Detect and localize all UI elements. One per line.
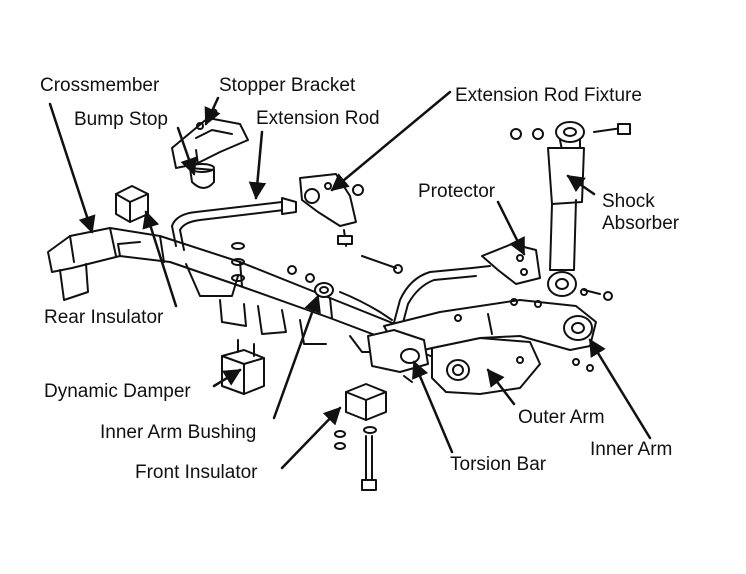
label-rear-insulator: Rear Insulator bbox=[44, 307, 164, 328]
inner-arm-bushing-part bbox=[314, 282, 334, 298]
leader-crossmember bbox=[48, 102, 96, 234]
lower-extension-rod-part bbox=[339, 265, 491, 335]
leader-bump-stop bbox=[176, 126, 198, 176]
leader-front-insulator bbox=[280, 406, 342, 470]
label-absorber: Absorber bbox=[602, 213, 680, 234]
leader-outer-arm bbox=[486, 368, 516, 406]
leader-lines bbox=[48, 90, 652, 470]
label-front-insulator: Front Insulator bbox=[135, 462, 258, 483]
label-shock: Shock bbox=[602, 191, 655, 212]
label-inner-arm: Inner Arm bbox=[590, 439, 673, 460]
extension-rod-fixture-part bbox=[299, 173, 364, 247]
leader-dynamic-damper bbox=[212, 368, 242, 388]
outer-arm-part bbox=[431, 337, 541, 395]
label-torsion-bar: Torsion Bar bbox=[450, 454, 547, 475]
label-extension-rod: Extension Rod bbox=[256, 108, 380, 129]
leader-extension-rod-fixture bbox=[330, 90, 452, 192]
inner-arm-part bbox=[383, 298, 597, 372]
label-extension-rod-fixture: Extension Rod Fixture bbox=[455, 85, 642, 106]
label-crossmember: Crossmember bbox=[40, 75, 160, 96]
rear-hardware-part bbox=[231, 242, 403, 283]
leader-rear-insulator bbox=[142, 210, 178, 308]
leader-torsion-bar bbox=[412, 360, 454, 454]
extension-rod-part bbox=[171, 197, 297, 251]
leader-stopper-bracket bbox=[204, 96, 221, 126]
leader-shock-absorber bbox=[566, 174, 596, 196]
leader-extension-rod bbox=[248, 130, 267, 200]
rear-insulator-part bbox=[115, 185, 149, 223]
label-protector: Protector bbox=[418, 181, 496, 202]
leader-protector bbox=[496, 200, 526, 256]
label-dynamic-damper: Dynamic Damper bbox=[44, 381, 191, 402]
dynamic-damper-part bbox=[221, 339, 265, 395]
label-stopper-bracket: Stopper Bracket bbox=[219, 75, 356, 96]
leader-inner-arm-bushing bbox=[272, 294, 321, 420]
label-inner-arm-bushing: Inner Arm Bushing bbox=[100, 422, 257, 443]
label-bump-stop: Bump Stop bbox=[74, 109, 168, 130]
front-insulator-part bbox=[334, 383, 387, 491]
leader-inner-arm bbox=[588, 338, 652, 440]
label-outer-arm: Outer Arm bbox=[518, 407, 605, 428]
protector-part bbox=[481, 243, 541, 285]
